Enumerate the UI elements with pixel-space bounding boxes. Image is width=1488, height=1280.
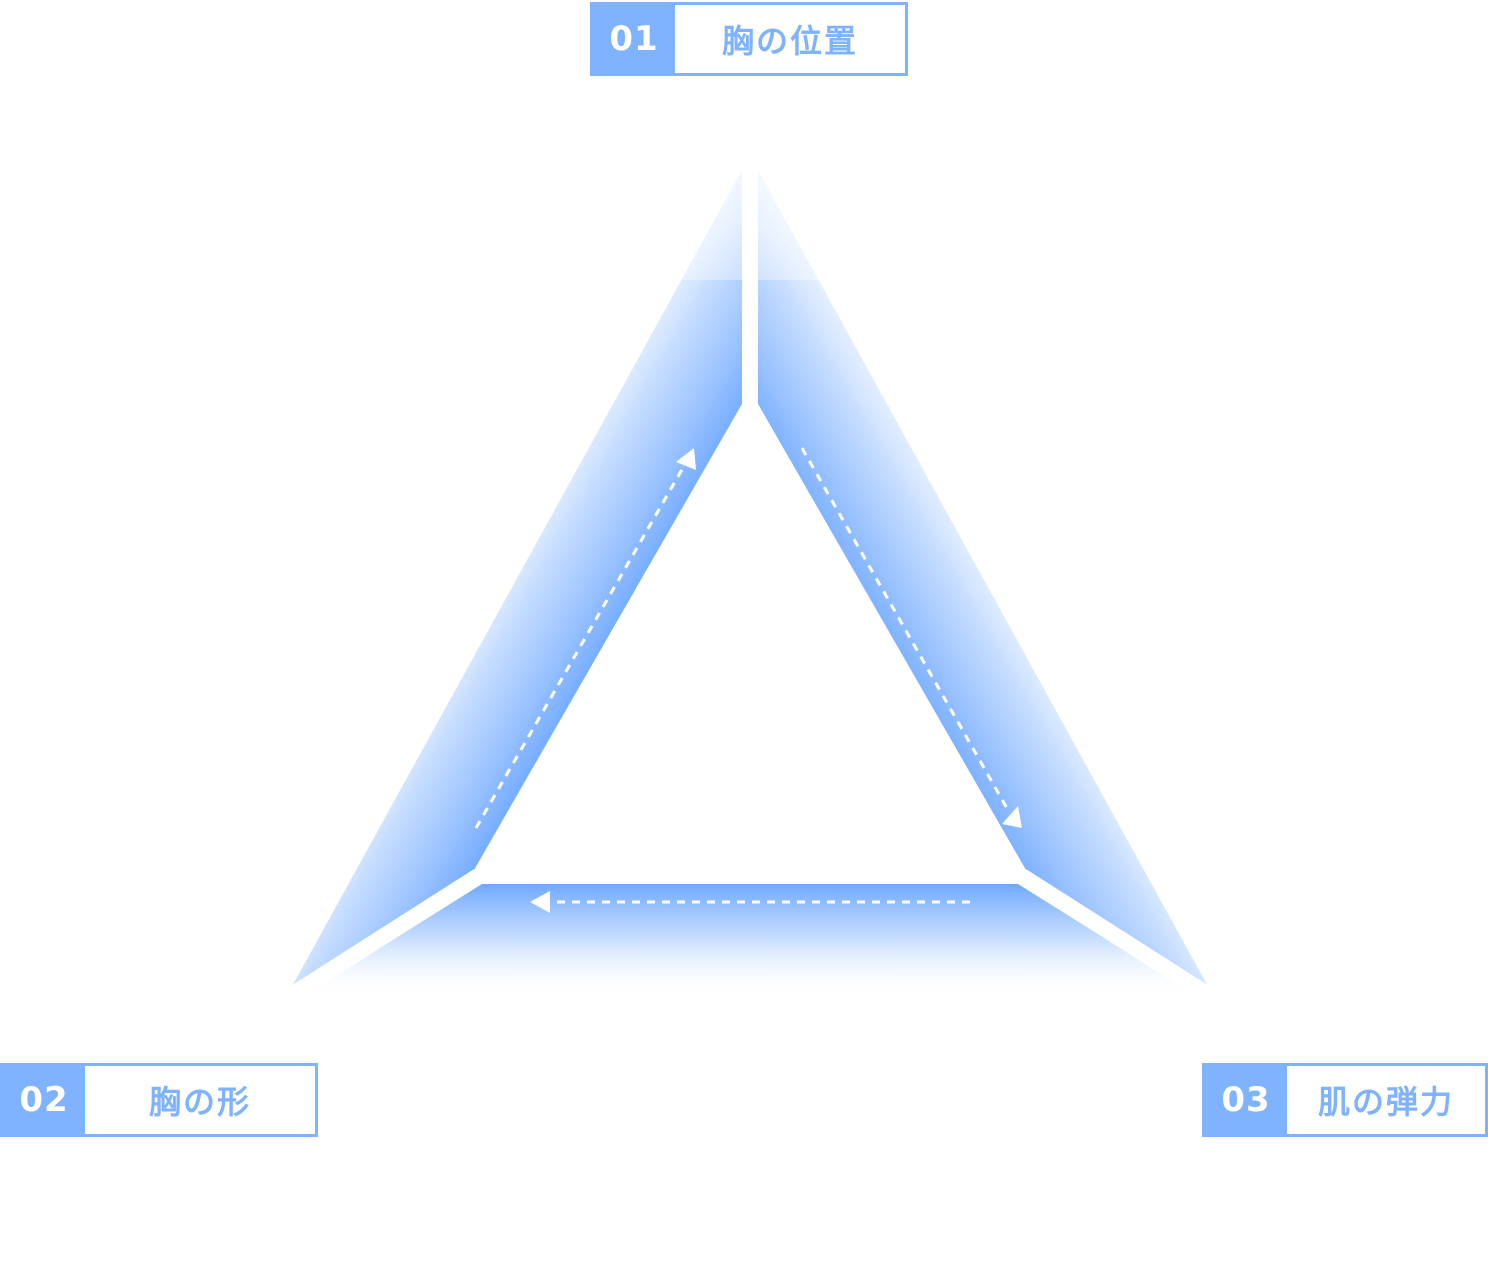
node-02-number: 02 [3, 1066, 85, 1134]
node-01-text: 胸の位置 [721, 22, 858, 60]
bottom-edge-glow [300, 884, 1200, 998]
flow-arrows [474, 447, 1022, 913]
node-02-label: 02 胸の形 [0, 1063, 318, 1137]
node-01-label: 01 胸の位置 [590, 2, 908, 76]
right-edge-glow [758, 170, 1210, 990]
node-02-text: 胸の形 [148, 1083, 251, 1121]
node-03-text: 肌の弾力 [1317, 1083, 1454, 1121]
arrowhead-03-to-02-icon [530, 891, 550, 913]
inner-triangle [478, 404, 1022, 884]
arrowhead-02-to-01-icon [676, 448, 696, 470]
arrow-02-to-01 [474, 465, 686, 829]
bottom-left-spoke [285, 869, 483, 1003]
arrowhead-01-to-03-icon [1002, 806, 1022, 828]
node-03-label: 03 肌の弾力 [1202, 1063, 1488, 1137]
node-03-number: 03 [1205, 1066, 1287, 1134]
left-edge-glow [290, 170, 742, 990]
node-01-number: 01 [593, 5, 675, 73]
bottom-right-spoke [1017, 869, 1215, 1003]
arrow-01-to-03 [800, 447, 1010, 811]
